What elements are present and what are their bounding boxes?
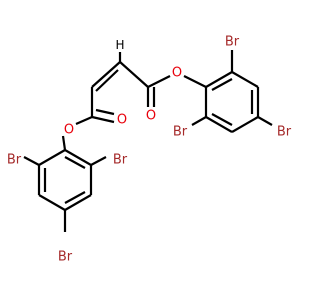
ring-bond (205, 116, 233, 133)
oxygen-label-carbonyl-left: O (117, 113, 127, 128)
ring-bond (205, 71, 233, 88)
bond-c-o-double-a (91, 115, 115, 124)
ring-inner-bond (211, 78, 233, 91)
oxygen-label-ester-right: O (172, 66, 182, 81)
structure-diagram: H O O O O Br Br Br Br Br Br (7, 35, 292, 265)
hydrogen-label: H (115, 38, 124, 52)
ring-inner-bond (211, 113, 233, 126)
bromine-label-left-ring-left: Br (7, 153, 22, 168)
bond-c-br (90, 156, 107, 166)
bond-c-o (75, 115, 93, 126)
ring-bond (64, 194, 92, 211)
oxygen-label-ester-left: O (64, 123, 74, 138)
bromine-label-bottom: Br (58, 250, 73, 265)
right-ring-bonds (191, 50, 273, 133)
bond-c-br (23, 156, 40, 166)
backbone-bonds (90, 52, 149, 117)
bond-o-c (183, 75, 207, 88)
left-ester-bonds (61, 108, 115, 151)
bond-c-c-double-b (95, 69, 119, 92)
bromine-label-right-ring-right: Br (277, 125, 292, 140)
ring-bond (38, 149, 66, 166)
ring-bond (38, 194, 66, 211)
right-ester-bonds (146, 75, 207, 107)
bromine-label-left-ring-right: Br (113, 153, 128, 168)
molecule-drawing: H O O O O Br Br Br Br Br Br (7, 35, 292, 265)
bromine-label-right-ring-left: Br (173, 125, 188, 140)
bond-c-br (191, 116, 207, 126)
ring-bond (231, 71, 259, 88)
oxygen-label-carbonyl-right: O (146, 109, 156, 124)
bond-c-o (147, 75, 171, 88)
bond-c-c-double-a (91, 61, 121, 88)
ring-inner-bond (64, 156, 86, 169)
bond-c-br (257, 116, 273, 126)
bond-c-c (119, 61, 149, 88)
bond-c-o-double-b (95, 108, 115, 116)
bromine-label-top-right: Br (225, 35, 240, 50)
ring-bond (231, 116, 259, 133)
ring-inner-bond (64, 191, 86, 204)
bond-o-c (61, 135, 67, 151)
ring-bond (64, 149, 92, 166)
atom-labels: H O O O O Br Br Br Br Br Br (7, 35, 292, 265)
left-ring-bonds (23, 149, 107, 232)
